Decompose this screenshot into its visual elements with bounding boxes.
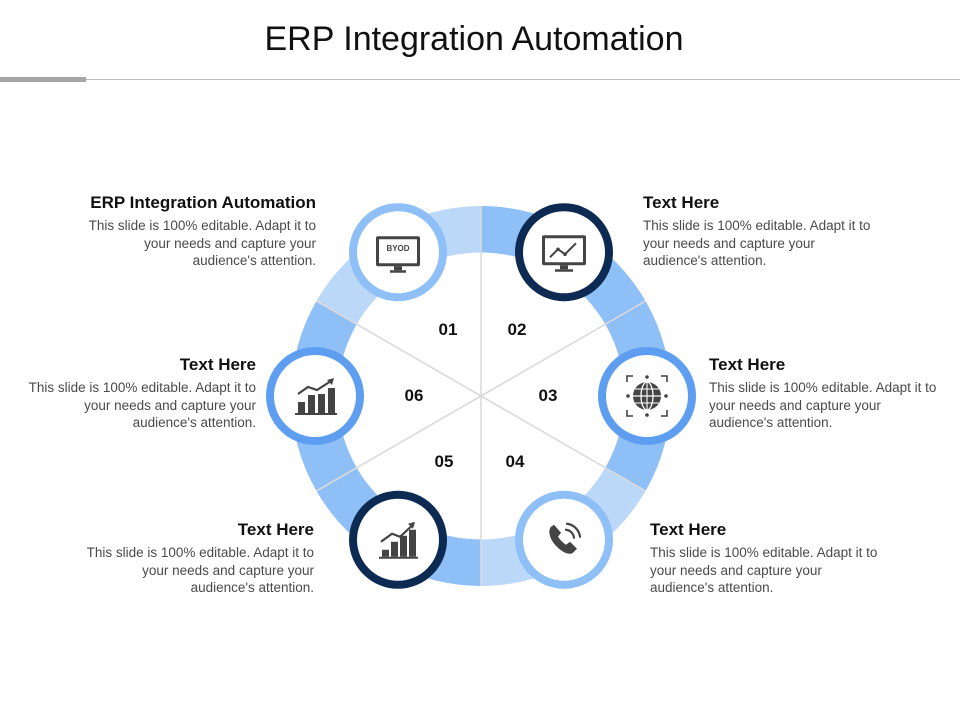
segment-number-02: 02 <box>507 320 527 339</box>
badge-01: BYOD <box>349 203 447 302</box>
item-05-title: Text Here <box>237 520 314 539</box>
badge-06 <box>266 347 364 445</box>
growth-chart-icon <box>379 521 418 559</box>
monitor-chart-icon <box>542 235 586 272</box>
segment-divider <box>316 300 482 397</box>
item-01-title: ERP Integration Automation <box>90 193 316 212</box>
segment-number-03: 03 <box>538 386 558 405</box>
item-02-text: Text Here This slide is 100% editable. A… <box>643 193 878 270</box>
phone-call-icon <box>549 522 582 554</box>
item-02-title: Text Here <box>643 193 720 212</box>
badge-inner-05 <box>357 498 439 581</box>
bar-chart-icon <box>295 378 337 415</box>
byod-label: BYOD <box>386 244 409 253</box>
item-03-text: Text Here This slide is 100% editable. A… <box>709 355 944 432</box>
item-06-body: This slide is 100% editable. Adapt it to… <box>28 380 256 430</box>
item-03-title: Text Here <box>709 355 786 374</box>
badge-inner-04 <box>523 498 605 581</box>
item-05-text: Text Here This slide is 100% editable. A… <box>79 520 314 597</box>
item-02-body: This slide is 100% editable. Adapt it to… <box>643 218 871 268</box>
globe-network-icon <box>626 375 668 417</box>
badge-03 <box>598 347 696 445</box>
segment-number-01: 01 <box>438 320 458 339</box>
item-04-title: Text Here <box>650 520 727 539</box>
item-04-text: Text Here This slide is 100% editable. A… <box>650 520 885 597</box>
item-01-body: This slide is 100% editable. Adapt it to… <box>88 218 316 268</box>
item-01-text: ERP Integration Automation This slide is… <box>81 193 316 270</box>
item-06-title: Text Here <box>179 355 256 374</box>
item-03-body: This slide is 100% editable. Adapt it to… <box>709 380 937 430</box>
badge-04 <box>515 490 613 589</box>
header-divider <box>0 79 960 80</box>
segment-divider <box>316 395 482 492</box>
slide-title: ERP Integration Automation <box>264 20 684 58</box>
segment-divider <box>480 300 646 397</box>
badge-02 <box>515 203 613 302</box>
byod-monitor-icon: BYOD <box>376 236 420 273</box>
segment-divider <box>480 395 646 492</box>
header-accent-bar <box>0 77 86 82</box>
badge-05 <box>349 490 447 589</box>
item-04-body: This slide is 100% editable. Adapt it to… <box>650 545 878 595</box>
item-06-text: Text Here This slide is 100% editable. A… <box>21 355 256 432</box>
item-05-body: This slide is 100% editable. Adapt it to… <box>86 545 314 595</box>
segment-number-06: 06 <box>404 386 424 405</box>
segment-number-05: 05 <box>434 452 454 471</box>
segment-number-04: 04 <box>505 452 525 471</box>
